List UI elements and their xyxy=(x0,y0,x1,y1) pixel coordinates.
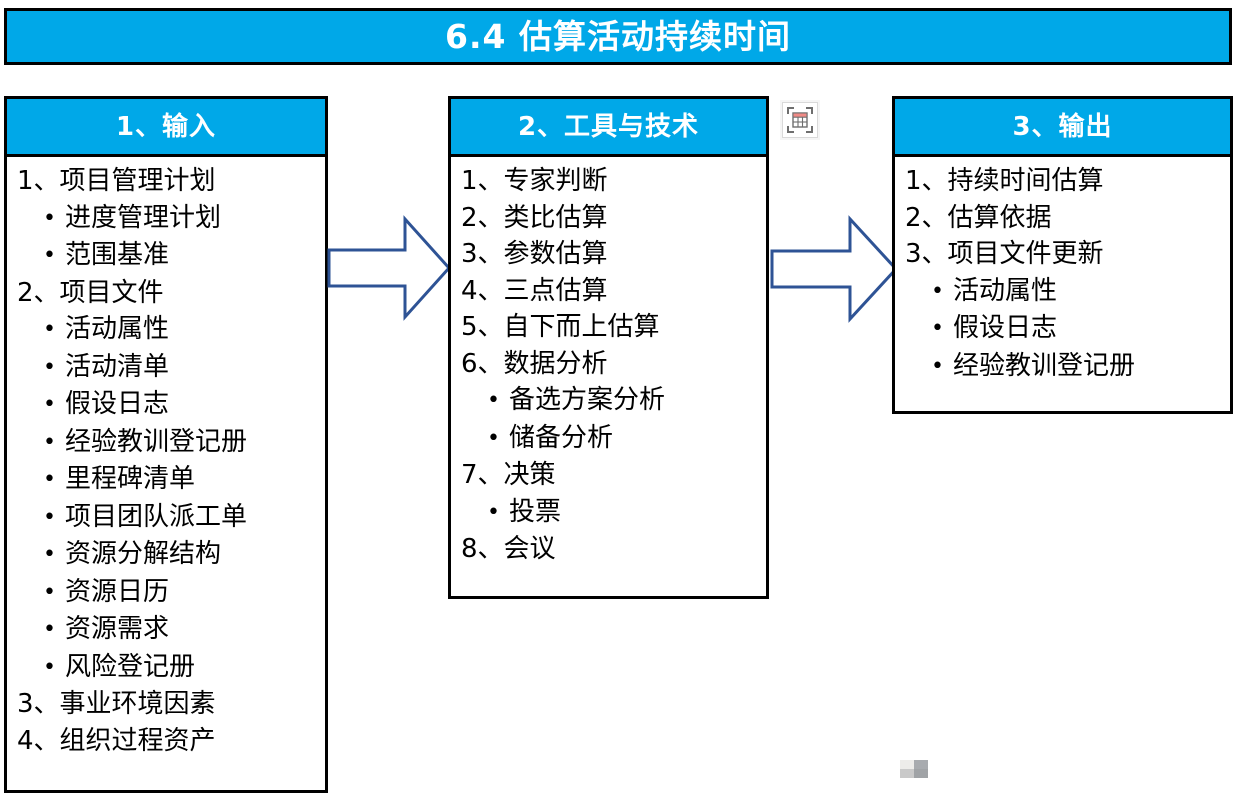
list-item: 进度管理计划 xyxy=(13,200,321,238)
list-item: 3、项目文件更新 xyxy=(905,239,1104,269)
table-insert-icon[interactable] xyxy=(787,107,813,133)
list-item: 假设日志 xyxy=(13,386,321,424)
artifact-cell xyxy=(900,769,914,778)
inputs-box: 1、输入 1、项目管理计划 进度管理计划 范围基准 2、项目文件 活动属性 活动… xyxy=(4,96,328,793)
list-item: 活动属性 xyxy=(13,311,321,349)
list-item: 1、项目管理计划 xyxy=(17,166,216,196)
tools-box-body: 1、专家判断 2、类比估算 3、参数估算 4、三点估算 5、自下而上估算 6、数… xyxy=(451,157,766,574)
list-item: 4、三点估算 xyxy=(461,275,608,306)
outputs-box-header: 3、输出 xyxy=(895,99,1230,157)
tools-box: 2、工具与技术 1、专家判断 2、类比估算 3、参数估算 4、三点估算 5、自下… xyxy=(448,96,769,599)
tools-item-list: 1、专家判断 2、类比估算 3、参数估算 4、三点估算 5、自下而上估算 6、数… xyxy=(457,163,762,568)
slide-title-banner: 6.4 估算活动持续时间 xyxy=(4,8,1232,65)
outputs-header-label: 3、输出 xyxy=(1012,111,1113,142)
list-item: 2、估算依据 xyxy=(905,202,1052,233)
inputs-item-list: 1、项目管理计划 进度管理计划 范围基准 2、项目文件 活动属性 活动清单 假设… xyxy=(13,163,321,759)
list-item: 8、会议 xyxy=(461,534,556,564)
list-item: 活动清单 xyxy=(13,349,321,387)
tools-header-label: 2、工具与技术 xyxy=(517,111,700,142)
list-item: 活动属性 xyxy=(901,273,1226,311)
list-item: 假设日志 xyxy=(901,310,1226,348)
inputs-header-label: 1、输入 xyxy=(115,111,217,142)
inputs-box-header: 1、输入 xyxy=(7,99,325,157)
outputs-box: 3、输出 1、持续时间估算 2、估算依据 3、项目文件更新 活动属性 假设日志 … xyxy=(892,96,1233,414)
list-item: 6、数据分析 xyxy=(461,348,608,379)
list-item: 里程碑清单 xyxy=(13,461,321,499)
list-item: 经验教训登记册 xyxy=(13,424,321,462)
grey-artifact-block xyxy=(900,760,928,778)
list-item: 备选方案分析 xyxy=(457,382,762,420)
page-title: 6.4 估算活动持续时间 xyxy=(445,17,791,56)
list-item: 5、自下而上估算 xyxy=(461,312,660,342)
list-item: 3、事业环境因素 xyxy=(17,689,216,719)
artifact-cell xyxy=(900,760,914,769)
list-item: 3、参数估算 xyxy=(461,239,608,269)
list-item: 资源日历 xyxy=(13,574,321,612)
artifact-cell xyxy=(914,769,928,778)
list-item: 范围基准 xyxy=(13,237,321,275)
list-item: 资源分解结构 xyxy=(13,536,321,574)
table-insert-icon-frame[interactable] xyxy=(782,102,818,138)
list-item: 项目团队派工单 xyxy=(13,499,321,537)
list-item: 资源需求 xyxy=(13,611,321,649)
outputs-item-list: 1、持续时间估算 2、估算依据 3、项目文件更新 活动属性 假设日志 经验教训登… xyxy=(901,163,1226,385)
inputs-box-body: 1、项目管理计划 进度管理计划 范围基准 2、项目文件 活动属性 活动清单 假设… xyxy=(7,157,325,765)
list-item: 7、决策 xyxy=(461,460,556,490)
list-item: 投票 xyxy=(457,494,762,532)
list-item: 储备分析 xyxy=(457,420,762,458)
list-item: 2、类比估算 xyxy=(461,202,608,233)
list-item: 2、项目文件 xyxy=(17,277,164,308)
flow-arrow-inputs-to-tools xyxy=(327,215,451,321)
flow-arrow-tools-to-outputs xyxy=(770,215,898,323)
list-item: 1、持续时间估算 xyxy=(905,166,1104,196)
list-item: 经验教训登记册 xyxy=(901,348,1226,386)
list-item: 1、专家判断 xyxy=(461,166,608,196)
list-item: 风险登记册 xyxy=(13,649,321,687)
list-item: 4、组织过程资产 xyxy=(17,725,216,756)
artifact-cell xyxy=(914,760,928,769)
outputs-box-body: 1、持续时间估算 2、估算依据 3、项目文件更新 活动属性 假设日志 经验教训登… xyxy=(895,157,1230,391)
tools-box-header: 2、工具与技术 xyxy=(451,99,766,157)
